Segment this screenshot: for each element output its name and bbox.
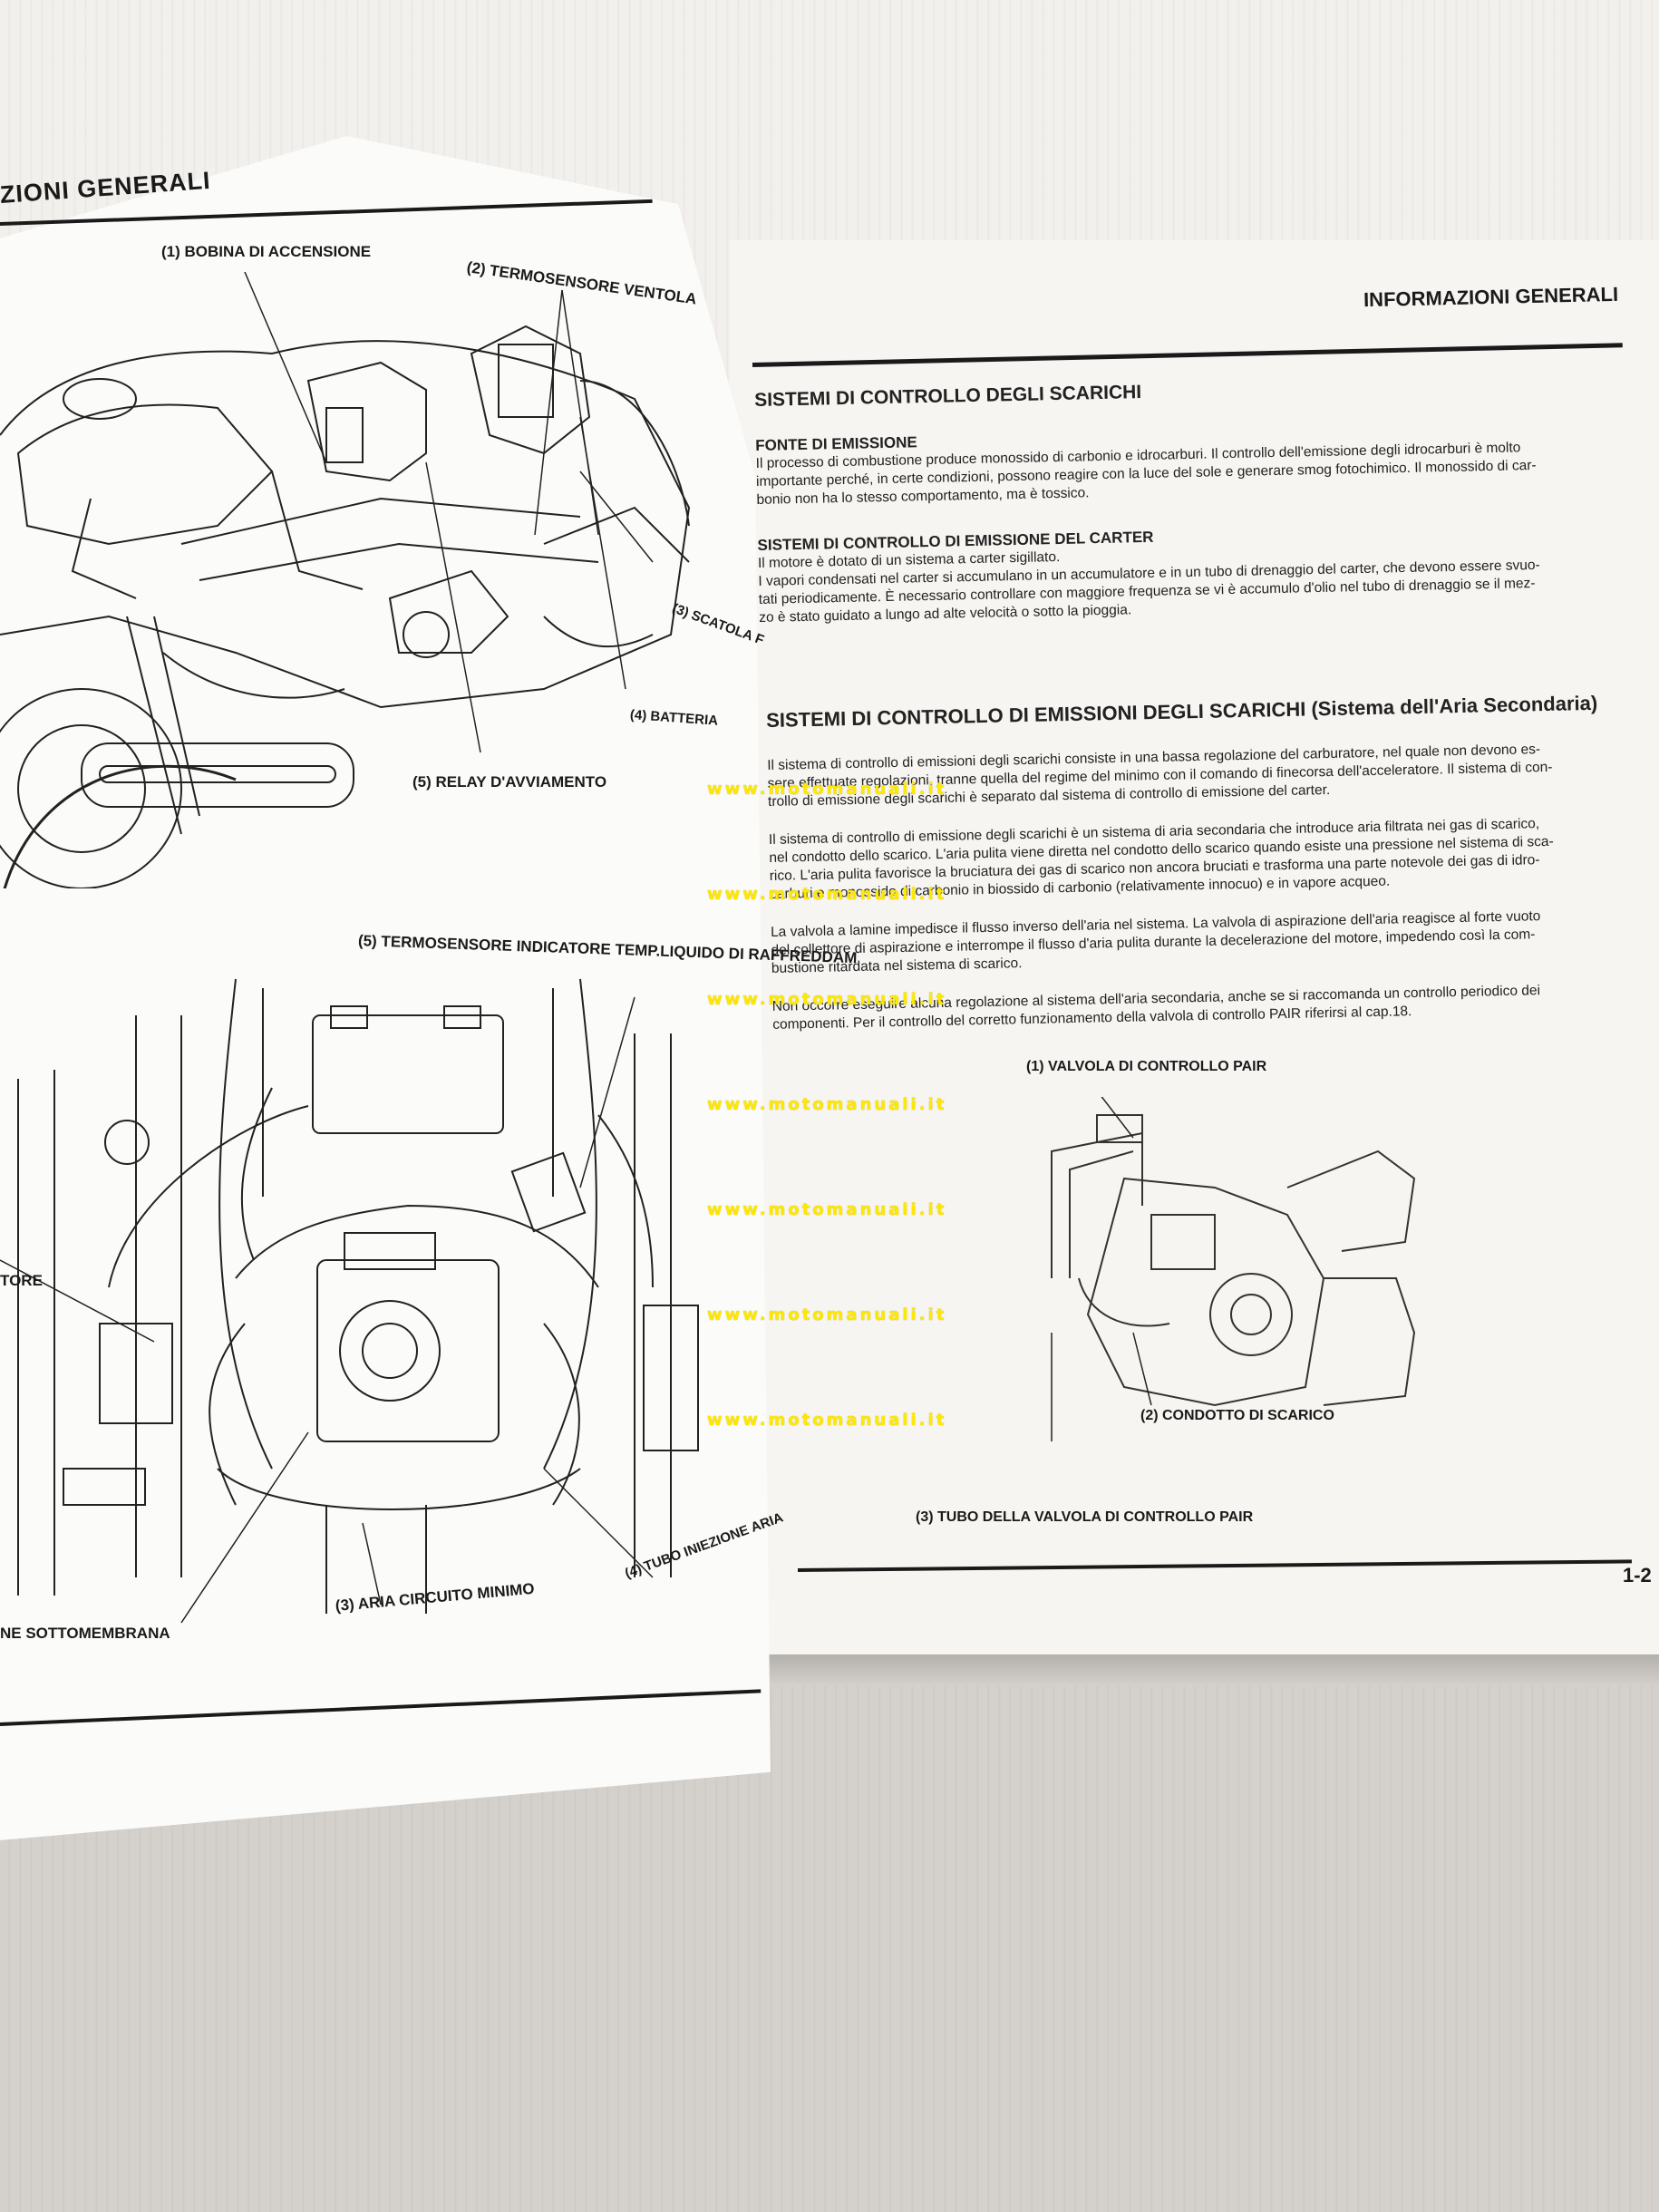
watermark: www.motomanuali.it <box>707 1305 947 1324</box>
callout-relay: (5) RELAY D'AVVIAMENTO <box>412 773 607 791</box>
callout-condotto-scarico: (2) CONDOTTO DI SCARICO <box>1140 1408 1334 1423</box>
section1: SISTEMI DI CONTROLLO DEGLI SCARICHI FONT… <box>754 374 1629 627</box>
watermark: www.motomanuali.it <box>707 1411 947 1430</box>
callout-sottomembrana: NE SOTTOMEMBRANA <box>0 1625 170 1642</box>
callout-tore: TORE <box>0 1272 43 1289</box>
watermark: www.motomanuali.it <box>707 990 947 1009</box>
right-page <box>730 240 1659 1654</box>
left-page <box>0 136 771 1840</box>
callout-tubo-valvola: (3) TUBO DELLA VALVOLA DI CONTROLLO PAIR <box>916 1509 1254 1525</box>
page-number: 1-2 <box>1623 1564 1652 1586</box>
watermark: www.motomanuali.it <box>707 1095 947 1114</box>
engine-bottom-drawing <box>0 978 699 1624</box>
engine-top-drawing <box>0 272 691 888</box>
callout-bobina: (1) BOBINA DI ACCENSIONE <box>161 243 372 260</box>
watermark: www.motomanuali.it <box>707 1200 947 1219</box>
watermark: www.motomanuali.it <box>707 885 947 904</box>
section2: SISTEMI DI CONTROLLO DI EMISSIONI DEGLI … <box>766 692 1643 1034</box>
callout-valvola-pair: (1) VALVOLA DI CONTROLLO PAIR <box>1026 1059 1267 1074</box>
watermark: www.motomanuali.it <box>707 780 947 799</box>
pair-valve-diagram <box>1051 1097 1416 1441</box>
